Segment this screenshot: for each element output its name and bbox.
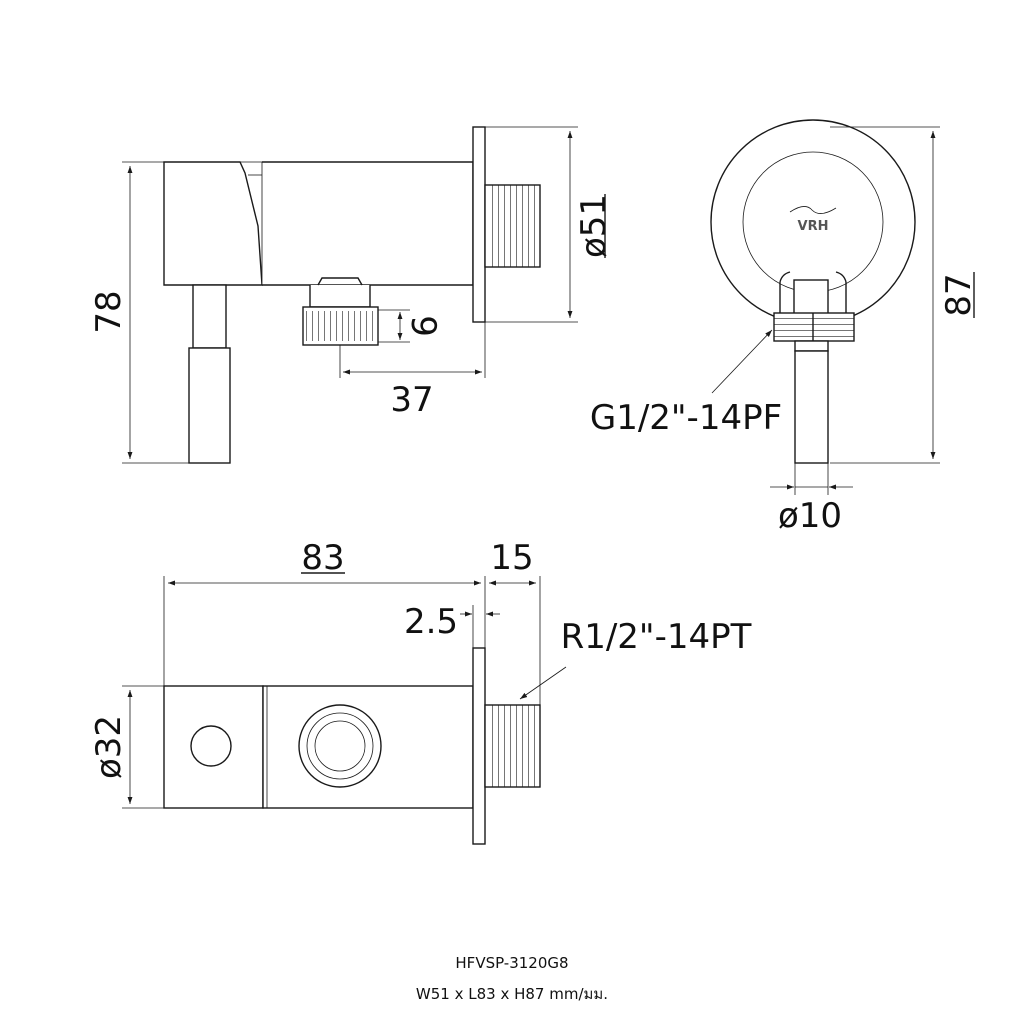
inlet-thread-callout: R1/2"-14PT	[561, 617, 752, 657]
outlet-offset-dim: 37	[390, 380, 433, 420]
size-caption: W51 x L83 x H87 mm/มม.	[415, 985, 609, 1003]
vrh-logo: VRH	[789, 206, 837, 234]
front-view: VRH 87 G1/2"-14PF ø10	[590, 119, 979, 536]
body-dim: ø32	[89, 715, 129, 779]
outlet-thread-dim: 9	[403, 315, 443, 337]
logo-text: VRH	[798, 219, 829, 234]
outlet-thread-callout: G1/2"-14PF	[590, 398, 782, 438]
flange-dim: ø51	[574, 194, 614, 258]
model-caption: HFVSP-3120G8	[455, 954, 569, 972]
front-height-dim: 87	[939, 273, 979, 316]
length-dim: 83	[301, 538, 344, 578]
top-view: 83 15 2.5 R1/2"-14PT ø32	[89, 538, 752, 845]
side-view: 78 9 37 ø51	[89, 126, 614, 464]
lever-dim: ø10	[778, 496, 842, 536]
flange-thickness-dim: 2.5	[404, 602, 458, 642]
inlet-length-dim: 15	[490, 538, 533, 578]
side-height-dim: 78	[89, 290, 129, 333]
